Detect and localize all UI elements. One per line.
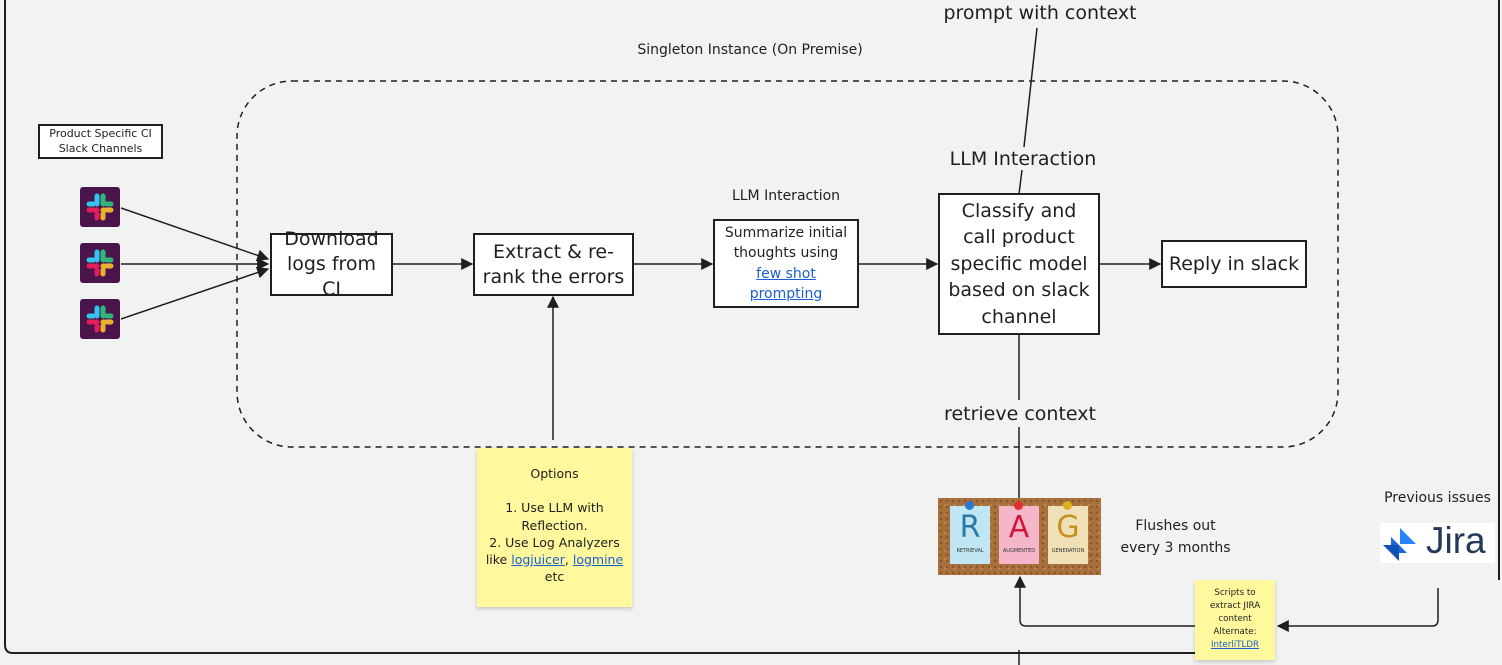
rag-card-g: G GENERATION xyxy=(1048,506,1088,564)
outer-frame xyxy=(4,0,1195,654)
edge-label-retrieve-context: retrieve context xyxy=(930,403,1110,425)
options-separator: , xyxy=(564,552,569,567)
pushpin-icon xyxy=(1063,501,1072,510)
pushpin-icon xyxy=(1014,501,1023,510)
singleton-group-boundary xyxy=(236,80,1339,448)
rag-letter-r: R xyxy=(959,510,981,545)
options-item-1: 1. Use LLM with Reflection. xyxy=(505,500,604,533)
node-download-logs-label: Download logs from CI xyxy=(284,228,379,300)
scripts-note-text: Scripts to extract JIRA content Alternat… xyxy=(1209,588,1261,638)
slack-channels-caption-text: Product Specific CI Slack Channels xyxy=(49,126,152,155)
logmine-link[interactable]: logmine xyxy=(572,552,624,567)
node-summarize-label: Summarize initial thoughts using few sho… xyxy=(721,223,851,304)
edge-classify-prompt-upper xyxy=(1023,27,1038,148)
options-item-2: 2. Use Log Analyzers like logjuicer, log… xyxy=(485,534,624,586)
options-suffix: etc xyxy=(544,569,565,585)
options-title: Options xyxy=(530,466,579,481)
group-title: Singleton Instance (On Premise) xyxy=(637,42,863,58)
rag-card-r: R RETRIEVAL xyxy=(950,506,990,564)
interlitldr-link[interactable]: InterliTLDR xyxy=(1210,640,1260,651)
node-summarize-text: Summarize initial thoughts using xyxy=(724,224,848,262)
edge-label-llm-interaction: LLM Interaction xyxy=(938,148,1108,170)
rag-card-a: A AUGMENTED xyxy=(999,506,1039,564)
slack-channels-caption: Product Specific CI Slack Channels xyxy=(38,124,163,159)
slack-icon xyxy=(80,187,120,227)
node-classify-label: Classify and call product specific model… xyxy=(948,199,1090,328)
options-sticky-note[interactable]: Options 1. Use LLM with Reflection. 2. U… xyxy=(477,448,632,607)
node-classify[interactable]: Classify and call product specific model… xyxy=(938,193,1100,335)
pushpin-icon xyxy=(965,501,974,510)
node-reply-slack[interactable]: Reply in slack xyxy=(1161,240,1307,288)
jira-wordmark: Jira xyxy=(1426,520,1486,561)
scripts-sticky-note[interactable]: Scripts to extract JIRA content Alternat… xyxy=(1195,580,1275,660)
edge-slack3-download xyxy=(120,266,270,320)
jira-icon xyxy=(1383,528,1416,561)
few-shot-prompting-link[interactable]: few shot prompting xyxy=(749,265,823,302)
edge-jira-scripts xyxy=(1276,588,1439,632)
jira-logo: Jira xyxy=(1380,520,1495,563)
rag-caption-generation: GENERATION xyxy=(1051,548,1085,554)
rag-letter-g: G xyxy=(1056,510,1080,545)
node-summarize[interactable]: Summarize initial thoughts using few sho… xyxy=(713,219,859,308)
node-reply-slack-label: Reply in slack xyxy=(1168,252,1300,275)
rag-flush-note: Flushes out every 3 months xyxy=(1120,518,1231,556)
edge-classify-prompt-lower xyxy=(1018,169,1023,195)
rag-letter-a: A xyxy=(1008,510,1030,545)
edge-slack1-download xyxy=(120,207,270,262)
node-extract-errors-label: Extract & re-rank the errors xyxy=(482,240,625,288)
rag-caption-augmented: AUGMENTED xyxy=(1002,548,1036,554)
jira-caption: Previous issues xyxy=(1384,490,1491,506)
node-download-logs[interactable]: Download logs from CI xyxy=(270,228,393,300)
edge-scripts-rag xyxy=(1014,575,1195,627)
logjuicer-link[interactable]: logjuicer xyxy=(511,552,565,567)
slack-icon xyxy=(80,243,120,283)
edge-label-prompt-with-context: prompt with context xyxy=(943,2,1137,24)
options-item-2-text: 2. Use Log Analyzers like xyxy=(485,534,620,567)
rag-board-image: R RETRIEVAL A AUGMENTED G GENERATION xyxy=(938,498,1101,575)
slack-icon xyxy=(80,299,120,339)
rag-caption-retrieval: RETRIEVAL xyxy=(956,548,984,554)
node-extract-errors[interactable]: Extract & re-rank the errors xyxy=(473,233,634,296)
summarize-llm-interaction-label: LLM Interaction xyxy=(731,188,841,204)
